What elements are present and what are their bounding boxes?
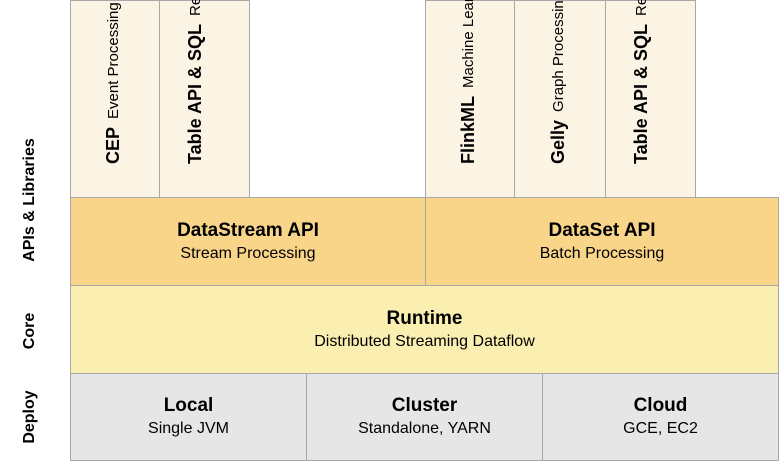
deploy-cluster-subtitle: Standalone, YARN <box>358 420 491 437</box>
datastream-api-title: DataStream API <box>177 219 319 241</box>
library-table-api-stream: Table API & SQL Relational <box>159 0 250 198</box>
deploy-cloud-box: Cloud GCE, EC2 <box>542 373 779 461</box>
library-subtitle: Relational <box>633 0 650 16</box>
deploy-cluster-title: Cluster <box>391 395 458 416</box>
runtime-title: Runtime <box>386 307 463 329</box>
library-title: FlinkML <box>458 96 478 164</box>
deploy-local-subtitle: Single JVM <box>148 420 229 437</box>
deploy-local-box: Local Single JVM <box>70 373 307 461</box>
library-title: CEP <box>103 126 123 164</box>
deploy-cluster-box: Cluster Standalone, YARN <box>306 373 543 461</box>
deploy-local-title: Local <box>163 395 214 416</box>
datastream-api-subtitle: Stream Processing <box>180 244 316 262</box>
runtime-subtitle: Distributed Streaming Dataflow <box>314 332 535 350</box>
row-label-deploy: Deploy <box>21 390 38 444</box>
library-subtitle: Machine Learning <box>460 0 477 88</box>
library-table-api-batch: Table API & SQL Relational <box>605 0 696 198</box>
row-label-core: Core <box>21 312 38 350</box>
library-flinkml: FlinkML Machine Learning <box>425 0 515 198</box>
dataset-api-title: DataSet API <box>548 219 656 241</box>
library-gelly: Gelly Graph Processing <box>514 0 606 198</box>
library-title: Gelly <box>548 119 568 164</box>
datastream-api-box: DataStream API Stream Processing <box>70 197 426 286</box>
library-subtitle: Relational <box>187 0 204 16</box>
library-title: Table API & SQL <box>184 23 205 164</box>
runtime-box: Runtime Distributed Streaming Dataflow <box>70 285 779 374</box>
library-subtitle: Graph Processing <box>550 0 567 112</box>
row-label-apis: APIs & Libraries <box>21 138 38 262</box>
dataset-api-subtitle: Batch Processing <box>539 244 665 262</box>
deploy-cloud-subtitle: GCE, EC2 <box>623 420 698 437</box>
deploy-cloud-title: Cloud <box>633 395 688 416</box>
library-title: Table API & SQL <box>630 23 651 164</box>
library-subtitle: Event Processing <box>105 2 122 119</box>
dataset-api-box: DataSet API Batch Processing <box>425 197 779 286</box>
library-cep: CEP Event Processing <box>70 0 160 198</box>
